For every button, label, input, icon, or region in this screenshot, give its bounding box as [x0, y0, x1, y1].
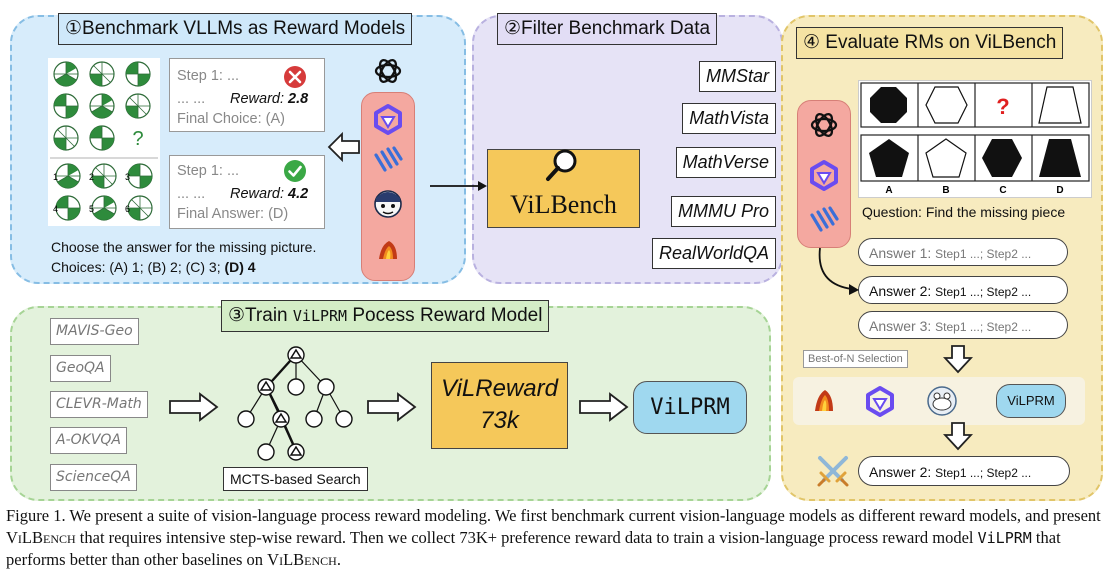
vilprm-small-box: ViLPRM	[996, 384, 1066, 418]
rm-row: ViLPRM	[793, 377, 1085, 425]
llava-logo-icon	[815, 390, 833, 411]
option-label: D	[1056, 185, 1063, 196]
figure-caption: Figure 1. We present a suite of vision-l…	[6, 506, 1101, 570]
openai-logo-icon	[374, 59, 402, 83]
option-label: A	[885, 185, 892, 196]
question-text: Choose the answer for the missing pictur…	[51, 239, 317, 255]
option-label: C	[999, 185, 1006, 196]
choices-text: Choices: (A) 1; (B) 2; (C) 3; (D) 4	[51, 259, 256, 275]
final-answer: Final Answer: (D)	[177, 206, 289, 222]
vilbench-box: ViLBench	[487, 149, 640, 228]
step-box-wrong: Step 1: ... ... ... Reward: 2.8 Final Ch…	[169, 58, 325, 132]
step-dots: ... ...	[177, 186, 206, 202]
hollow-right-arrow	[169, 392, 219, 422]
qwen-logo-icon	[866, 386, 894, 417]
question-label: Question: Find the missing piece	[862, 204, 1066, 220]
benchmark-item: MMMU Pro	[671, 196, 776, 227]
model-column	[361, 92, 415, 281]
mcts-label: MCTS-based Search	[223, 467, 368, 491]
dataset-item: MAVIS-Geo	[50, 318, 139, 345]
rm-column	[797, 100, 851, 248]
magnifier-icon	[546, 149, 577, 181]
wrong-icon	[284, 66, 306, 88]
reward-line: Reward: 2.8	[230, 91, 309, 107]
option-number: 2	[89, 172, 94, 182]
dataset-item: ScienceQA	[50, 464, 137, 491]
mascot-logo-icon	[374, 190, 402, 218]
internvl-logo-icon	[810, 206, 839, 232]
caption-vilprm: ViLPRM	[977, 528, 1032, 547]
qwen-logo-icon	[374, 104, 402, 135]
hollow-right-arrow	[579, 392, 629, 422]
best-of-n-label: Best-of-N Selection	[803, 350, 908, 368]
dataset-item: GeoQA	[50, 355, 111, 382]
answer-option[interactable]: Answer 1: Step1 ...; Step2 ...	[858, 238, 1068, 266]
reward-line: Reward: 4.2	[230, 186, 309, 202]
benchmark-panel-title: ①Benchmark VLLMs as Reward Models	[58, 13, 413, 45]
vilreward-count: 73k	[480, 407, 519, 434]
train-panel-title: ③Train ViLPRM Pocess Reward Model	[221, 300, 550, 332]
benchmark-item: MathVerse	[675, 147, 776, 178]
shape-puzzle-image: ? A B C D	[858, 80, 1092, 198]
benchmark-item: RealWorldQA	[651, 238, 776, 269]
answer-option[interactable]: Answer 3: Step1 ...; Step2 ...	[858, 311, 1068, 339]
benchmark-list: MMStar MathVista MathVerse MMMU Pro Real…	[630, 55, 779, 275]
evaluate-panel-title: ④ Evaluate RMs on ViLBench	[796, 27, 1064, 59]
puzzle-missing-mark: ?	[132, 128, 143, 150]
vilbench-label: ViLBench	[510, 190, 617, 219]
curved-arrow	[818, 247, 859, 295]
openai-logo-icon	[810, 113, 838, 137]
arrow-to-vilbench	[430, 181, 487, 191]
shape-missing-mark: ?	[996, 94, 1009, 119]
dataset-item: A-OKVQA	[50, 427, 128, 454]
llava-logo-icon	[373, 235, 403, 265]
vilreward-box: ViLReward 73k	[431, 362, 568, 449]
step-box-right: Step 1: ... ... ... Reward: 4.2 Final An…	[169, 155, 325, 229]
step-dots: ... ...	[177, 91, 206, 107]
option-number: 3	[125, 172, 130, 182]
option-number: 6	[125, 204, 130, 214]
bear-logo-icon	[927, 386, 957, 416]
hollow-down-arrow	[943, 345, 973, 374]
benchmark-item: MMStar	[699, 61, 776, 92]
check-icon	[284, 160, 306, 182]
step-text: Step 1: ...	[177, 68, 240, 84]
answer-option-selected[interactable]: Answer 2: Step1 ...; Step2 ...	[858, 276, 1068, 304]
vilprm-mono-name: ViLPRM	[292, 307, 348, 325]
option-number: 5	[89, 204, 94, 214]
final-choice: Final Choice: (A)	[177, 111, 285, 127]
mcts-tree	[237, 346, 353, 461]
filter-panel-title: ②Filter Benchmark Data	[497, 13, 718, 45]
option-label: B	[942, 185, 949, 196]
hollow-right-arrow	[367, 392, 417, 422]
internvl-logo-icon	[374, 146, 403, 172]
final-answer-box: Answer 2: Step1 ...; Step2 ...	[858, 456, 1070, 486]
qwen-logo-icon	[810, 160, 838, 191]
caption-vilbench: ViLBench	[6, 527, 76, 547]
option-number: 4	[53, 204, 58, 214]
vilprm-box: ViLPRM	[633, 381, 747, 434]
dataset-item: CLEVR-Math	[50, 391, 148, 418]
step-text: Step 1: ...	[177, 163, 240, 179]
option-number: 1	[53, 172, 58, 182]
caption-vilbench: ViLBench	[267, 550, 337, 570]
wheel-puzzle-image: ? 1 2 3 4 5 6	[48, 58, 160, 226]
hollow-left-arrow	[327, 131, 360, 163]
benchmark-item: MathVista	[682, 103, 776, 134]
vilreward-label: ViLReward	[441, 375, 558, 402]
crossed-swords-icon	[817, 456, 849, 487]
hollow-down-arrow	[943, 422, 973, 451]
